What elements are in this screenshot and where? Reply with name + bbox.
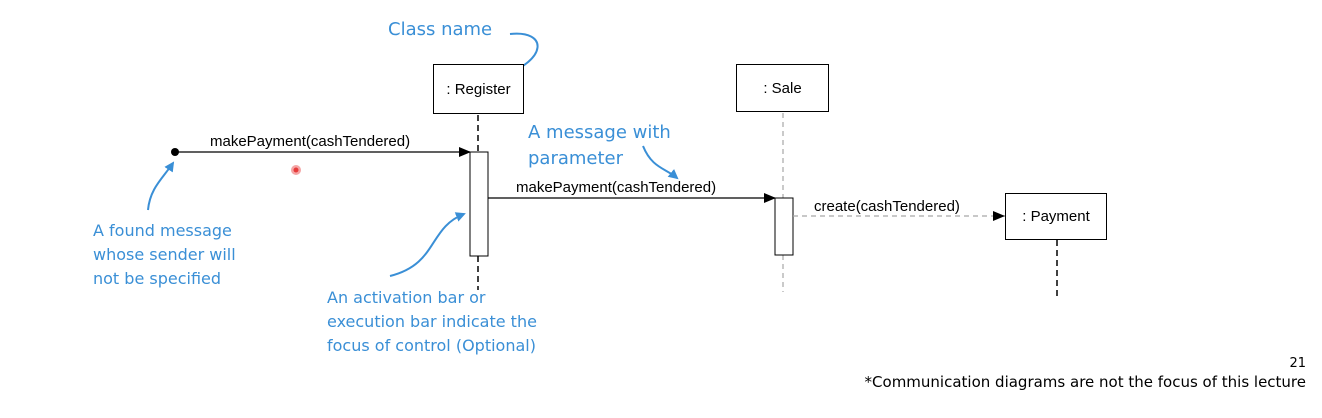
red-pointer-dot-core (293, 167, 299, 173)
activation-bar-pointer (389, 212, 466, 277)
message-with-parameter-line1: A message with (528, 122, 671, 143)
register-activation-bar (469, 151, 489, 257)
register-lifeline-box: : Register (433, 64, 524, 114)
sale-label: : Sale (763, 79, 802, 97)
payment-label: : Payment (1022, 208, 1090, 225)
create-message-label: create(cashTendered) (814, 198, 960, 215)
create-message-arrowhead (993, 211, 1005, 221)
message-with-parameter-line2: parameter (528, 148, 624, 169)
page-number: 21 (1289, 356, 1306, 371)
activation-bar-line3: focus of control (Optional) (327, 336, 536, 355)
found-message-pointer (147, 161, 175, 211)
sale-lifeline-box: : Sale (736, 64, 829, 112)
message-with-parameter-annotation: A message with parameter (528, 120, 671, 172)
found-message-label: makePayment(cashTendered) (210, 133, 411, 150)
payment-box: : Payment (1005, 193, 1107, 240)
activation-bar-annotation: An activation bar or execution bar indic… (327, 286, 537, 358)
register-to-sale-label: makePayment(cashTendered) (516, 179, 717, 196)
footer-note: *Communication diagrams are not the focu… (864, 373, 1306, 391)
activation-bar-line1: An activation bar or (327, 288, 486, 307)
found-message-annotation: A found message whose sender will not be… (93, 219, 236, 291)
found-message-line3: not be specified (93, 269, 222, 288)
activation-bar-line2: execution bar indicate the (327, 312, 537, 331)
sale-activation-bar (774, 197, 794, 256)
found-message-line2: whose sender will (93, 245, 236, 264)
class-name-annotation: Class name (388, 19, 493, 40)
register-label: : Register (446, 80, 511, 98)
found-message-line1: A found message (93, 221, 232, 240)
message-parameter-pointer (642, 145, 679, 180)
